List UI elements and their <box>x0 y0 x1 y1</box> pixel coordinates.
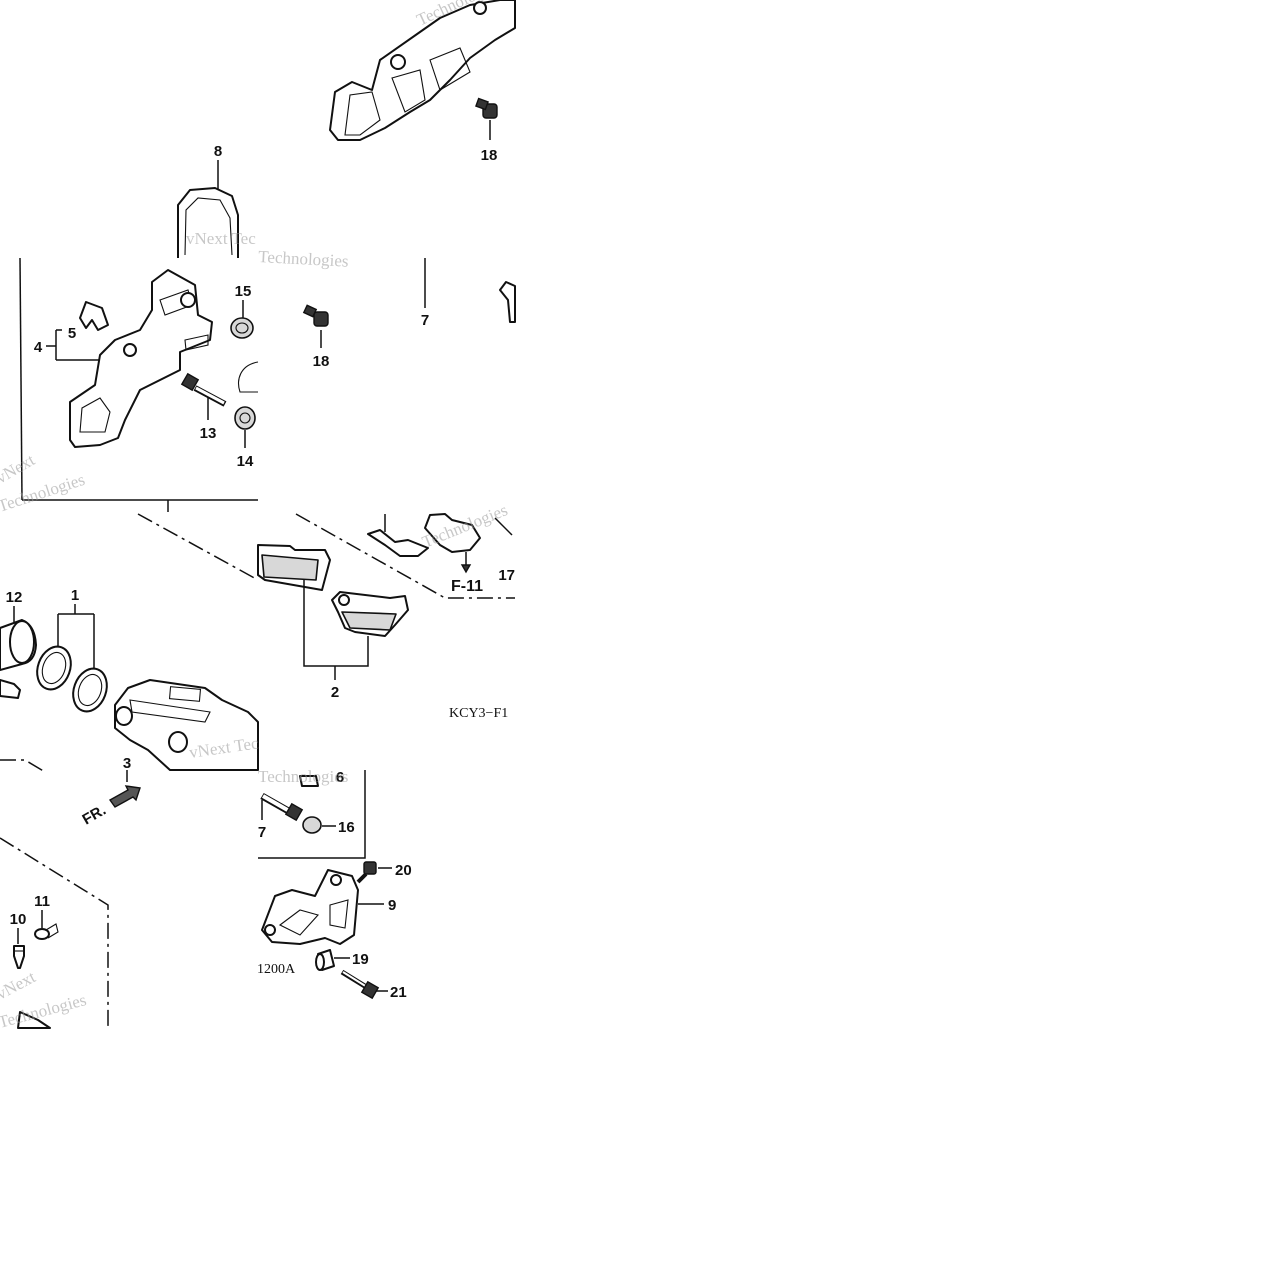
dash-lower-1 <box>0 759 46 773</box>
callout-17: 17 <box>498 567 515 584</box>
bolt-21 <box>340 969 380 1000</box>
callout-18-mid: 18 <box>313 353 330 370</box>
slide-pin-7 <box>260 792 304 822</box>
watermark-technologies-mid: Technologies <box>258 247 349 271</box>
chain-guide-cover <box>329 0 516 141</box>
front-arrow-label: FR. <box>80 802 109 829</box>
pad-retainer-clip-5 <box>79 301 109 331</box>
callout-16: 16 <box>338 819 355 836</box>
callout-18-top: 18 <box>481 147 498 164</box>
caliper-guard-9 <box>261 869 359 945</box>
bolt-lower-left <box>0 679 21 699</box>
collar-19 <box>315 949 335 971</box>
callout-12: 12 <box>6 589 23 606</box>
callout-8: 8 <box>214 143 222 160</box>
caliper-body-3 <box>114 679 259 771</box>
callout-15: 15 <box>235 283 252 300</box>
callout-20: 20 <box>395 862 412 879</box>
callout-14: 14 <box>237 453 254 470</box>
watermark-vnext-bottom: vNext <box>0 967 39 1003</box>
boot-14 <box>234 406 256 430</box>
brake-pad-right <box>331 591 409 637</box>
boot-16 <box>302 816 322 834</box>
callout-13: 13 <box>200 425 217 442</box>
piston-12 <box>0 619 37 671</box>
brake-pad-left <box>257 544 331 591</box>
diagram-code-bottom: 1200A <box>257 962 296 977</box>
bolt-18-top <box>475 97 498 140</box>
callout-2: 2 <box>331 684 339 701</box>
callout-7-bottom: 7 <box>258 824 266 841</box>
callout-5: 5 <box>68 325 76 342</box>
pad-box-dashes <box>137 513 515 599</box>
bleeder-cap-11 <box>34 923 59 940</box>
callout-1: 1 <box>71 587 79 604</box>
callout-7-top: 7 <box>421 312 429 329</box>
callout-4: 4 <box>34 339 43 356</box>
ref-f11: F-11 <box>451 578 483 595</box>
callout-10: 10 <box>10 911 27 928</box>
watermark-technologies-low: Technologies <box>258 767 348 786</box>
bleeder-valve-10 <box>13 945 25 969</box>
lower-box <box>258 770 366 859</box>
caliper-bracket-box <box>19 257 258 512</box>
callout-19: 19 <box>352 951 369 968</box>
pad-spring-clip <box>367 529 429 557</box>
callout-6: 6 <box>336 769 344 786</box>
bolt-20 <box>356 861 377 884</box>
callout-11: 11 <box>34 893 50 910</box>
pin-bolt-13 <box>180 372 227 407</box>
part-7-clip <box>499 281 516 323</box>
front-direction-arrow: FR. <box>80 785 141 829</box>
boot-15 <box>230 317 254 339</box>
dash-lower-2 <box>0 837 109 1028</box>
diagram-code-top: KCY3−F1 <box>449 706 508 721</box>
seal-1-a <box>36 645 72 691</box>
caliper-fragment <box>424 513 481 553</box>
callout-9: 9 <box>388 897 396 914</box>
piston-edge <box>238 361 259 393</box>
bolt-18-mid <box>302 304 329 348</box>
part-6-boot <box>299 775 319 787</box>
caliper-bracket-4 <box>69 269 213 448</box>
callout-3: 3 <box>123 755 131 772</box>
watermark-vnext-left: vNext <box>0 450 38 487</box>
part-lower-fragment <box>17 1011 51 1029</box>
watermark-vnext-tec-1: vNext Tec <box>186 229 256 248</box>
leader-2 <box>303 580 369 667</box>
callout-21: 21 <box>390 984 407 1001</box>
seal-1-b <box>72 667 108 713</box>
